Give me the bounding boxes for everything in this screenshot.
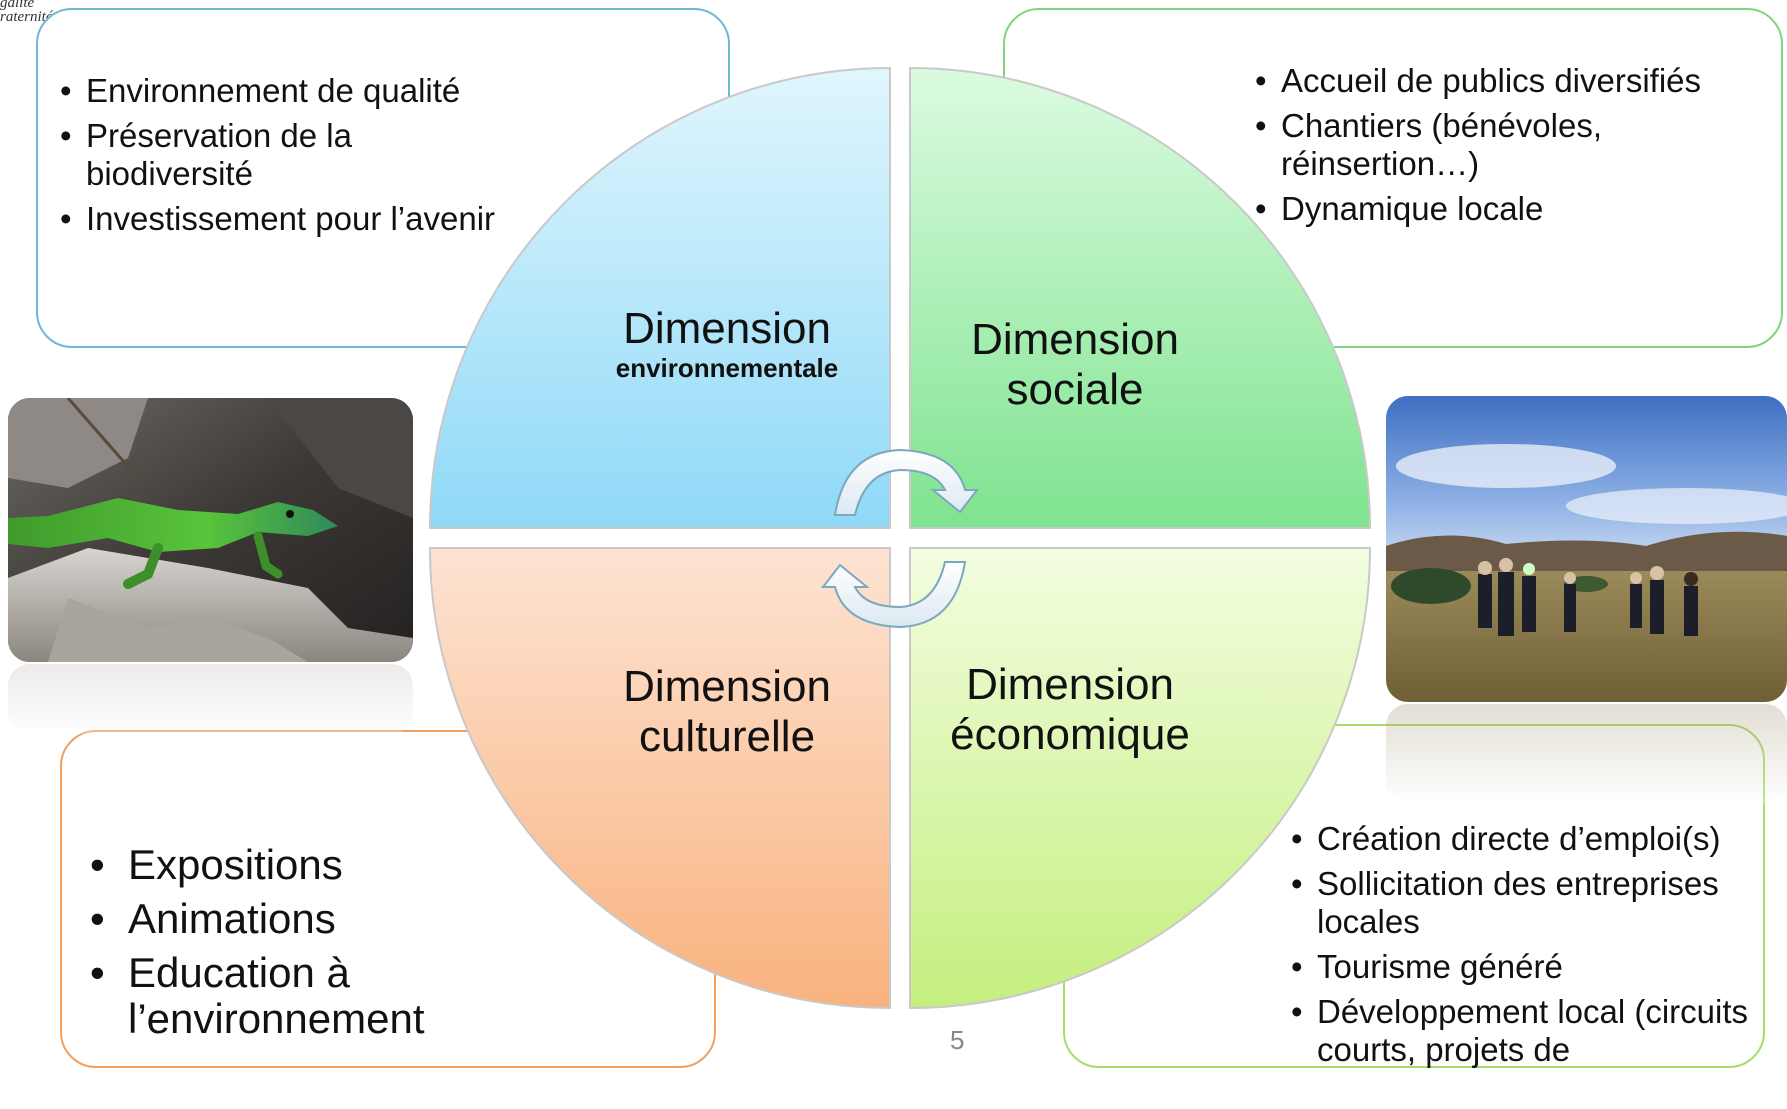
list-item: Tourisme généré <box>1291 948 1761 986</box>
field-photo-reflection <box>1386 704 1787 804</box>
list-item: Dynamique locale <box>1255 190 1775 228</box>
list-item: Développement local (circuits courts, pr… <box>1291 993 1761 1069</box>
label-economic-subtitle: économique <box>950 710 1190 759</box>
list-item: Sollicitation des entreprises locales <box>1291 865 1761 941</box>
label-environment-subtitle: environnementale <box>615 353 839 383</box>
list-item: Investissement pour l’avenir <box>60 200 500 238</box>
quadrant-economic <box>909 547 1372 1010</box>
logo-line-2: raternité <box>0 9 53 25</box>
list-item: Création directe d’emploi(s) <box>1291 820 1761 858</box>
environment-list: Environnement de qualité Préservation de… <box>60 72 500 238</box>
list-item: Chantiers (bénévoles, réinsertion…) <box>1255 107 1775 183</box>
label-social-title: Dimension <box>971 315 1179 364</box>
label-social-subtitle: sociale <box>1006 365 1144 414</box>
list-item: Préservation de la biodiversité <box>60 117 500 193</box>
cycle-arrow-top-icon <box>833 448 980 516</box>
list-item: Environnement de qualité <box>60 72 500 110</box>
label-environment: Dimension environnementale <box>582 304 872 384</box>
dimensions-circle-diagram <box>428 66 1372 1010</box>
field-image <box>1386 396 1787 702</box>
page-number: 5 <box>950 1025 965 1055</box>
list-item: Expositions <box>90 842 510 889</box>
lizard-image <box>8 398 413 662</box>
logo-line-1: galité <box>0 0 35 11</box>
label-social: Dimension sociale <box>930 315 1220 415</box>
label-cultural-subtitle: culturelle <box>638 712 816 761</box>
field-photo <box>1386 396 1787 702</box>
lizard-photo-reflection <box>8 664 413 734</box>
quadrant-social <box>909 66 1372 529</box>
label-economic-title: Dimension <box>966 660 1174 709</box>
social-list: Accueil de publics diversifiés Chantiers… <box>1255 62 1775 228</box>
quadrant-environment <box>428 66 891 529</box>
lizard-photo <box>8 398 413 662</box>
list-item: Education à l’environnement <box>90 950 510 1042</box>
quadrant-cultural <box>428 547 891 1010</box>
label-cultural-title: Dimension <box>623 662 831 711</box>
list-item: Animations <box>90 896 510 943</box>
label-environment-title: Dimension <box>623 304 831 353</box>
economic-list: Création directe d’emploi(s) Sollicitati… <box>1291 820 1761 1069</box>
header-logo-text: galité raternité <box>0 0 53 25</box>
list-item: Accueil de publics diversifiés <box>1255 62 1775 100</box>
label-economic: Dimension économique <box>915 660 1225 760</box>
cultural-list: Expositions Animations Education à l’env… <box>90 842 510 1042</box>
label-cultural: Dimension culturelle <box>582 662 872 762</box>
cycle-arrow-bottom-icon <box>820 561 967 629</box>
